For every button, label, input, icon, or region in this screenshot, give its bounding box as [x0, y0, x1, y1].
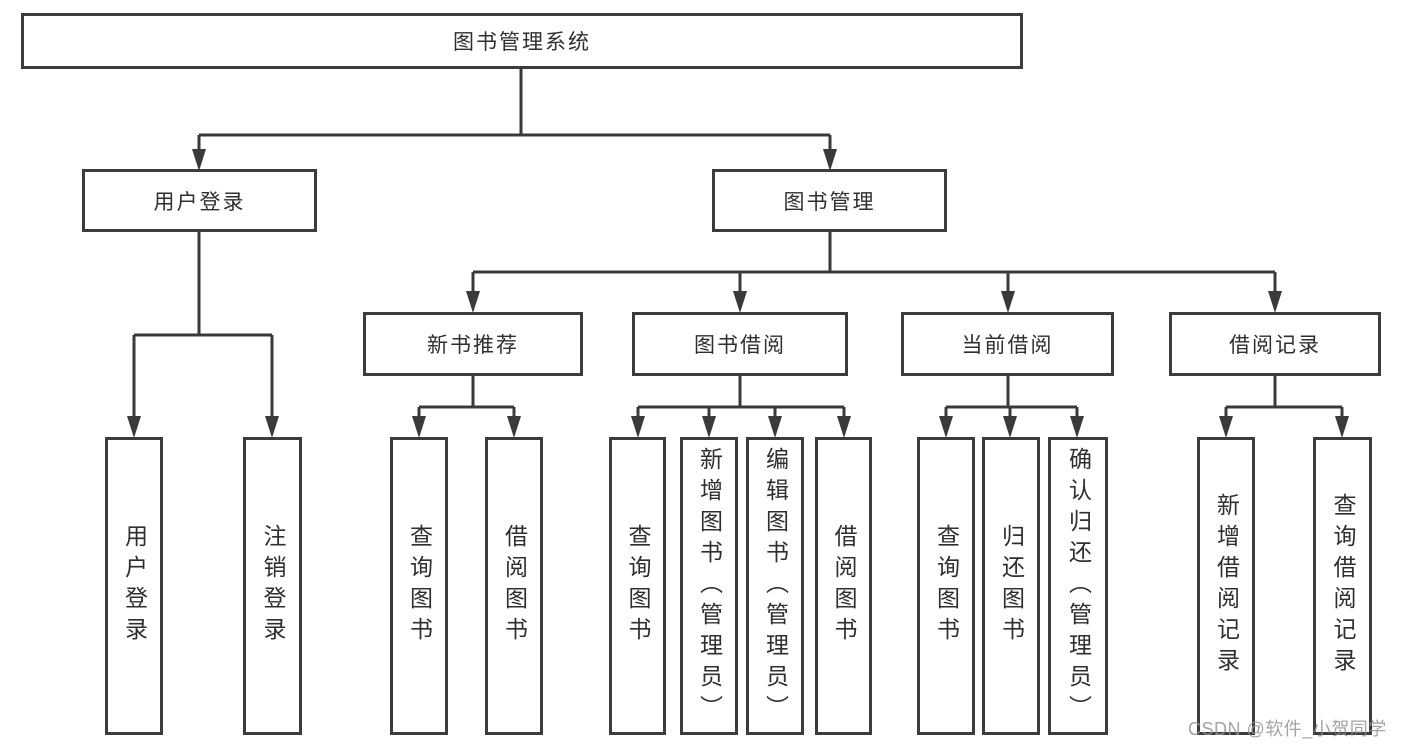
node-label: 用户登录: [121, 524, 148, 648]
node-root-library-system: 图书管理系统: [21, 13, 1023, 69]
connector-book-mgmt-branch: [466, 232, 1282, 313]
connector-new-book-branch: [412, 375, 521, 438]
leaf-add-borrow-record: 新增借阅记录: [1197, 437, 1255, 735]
node-label: 借阅记录: [1229, 334, 1321, 357]
node-label: 查询借阅记录: [1330, 493, 1356, 679]
node-label: 查询图书: [625, 524, 651, 648]
node-label: 新增借阅记录: [1213, 493, 1240, 679]
node-label: 用户登录: [153, 190, 246, 214]
node-label: 编辑图书（管理员）: [762, 446, 789, 726]
node-label: 查询图书: [933, 524, 960, 648]
node-current-borrow: 当前借阅: [901, 312, 1114, 376]
leaf-edit-book-admin: 编辑图书（管理员）: [746, 437, 804, 735]
connector-current-borrow-branch: [939, 375, 1084, 438]
node-label: 新增图书（管理员）: [696, 446, 723, 726]
connector-root-branch: [192, 69, 837, 171]
leaf-user-login: 用户登录: [105, 437, 163, 735]
node-label: 图书管理系统: [453, 31, 591, 54]
leaf-borrow-book-recommend: 借阅图书: [485, 437, 543, 735]
leaf-confirm-return-admin: 确认归还（管理员）: [1048, 437, 1108, 735]
connector-book-borrow-branch: [631, 375, 851, 438]
node-label: 图书借阅: [694, 334, 786, 357]
csdn-watermark: CSDN @软件_小贺同学: [1188, 719, 1387, 739]
leaf-query-book-borrow: 查询图书: [609, 437, 666, 735]
leaf-query-book-recommend: 查询图书: [390, 437, 448, 735]
leaf-borrow-book: 借阅图书: [815, 437, 872, 735]
leaf-add-book-admin: 新增图书（管理员）: [680, 437, 738, 735]
node-book-borrow: 图书借阅: [632, 312, 848, 376]
connector-user-login-branch: [127, 232, 279, 438]
node-label: 注销登录: [260, 524, 286, 648]
node-label: 归还图书: [998, 524, 1025, 648]
node-label: 借阅图书: [831, 524, 857, 648]
leaf-logout: 注销登录: [243, 437, 302, 735]
node-label: 确认归还（管理员）: [1065, 446, 1092, 726]
node-borrow-record: 借阅记录: [1169, 312, 1381, 376]
leaf-query-book-current: 查询图书: [917, 437, 975, 735]
node-label: 图书管理: [783, 190, 876, 214]
node-label: 当前借阅: [961, 334, 1054, 357]
node-new-book-recommend: 新书推荐: [363, 312, 583, 376]
node-label: 查询图书: [406, 524, 433, 648]
node-book-management: 图书管理: [712, 169, 947, 232]
node-label: 新书推荐: [427, 334, 519, 357]
leaf-return-book: 归还图书: [982, 437, 1040, 735]
leaf-query-borrow-record: 查询借阅记录: [1313, 437, 1372, 735]
node-user-login: 用户登录: [82, 169, 317, 232]
connector-borrow-record-branch: [1219, 375, 1349, 438]
node-label: 借阅图书: [501, 524, 528, 648]
